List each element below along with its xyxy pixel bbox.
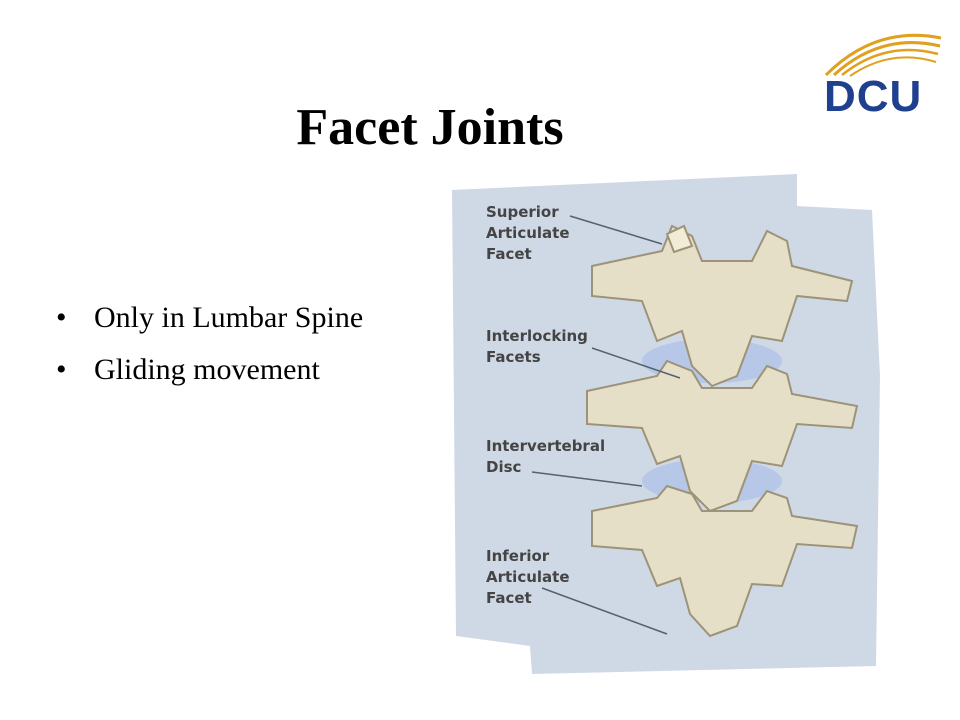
- leader-line: [541, 587, 668, 635]
- bullet-text: Only in Lumbar Spine: [94, 301, 364, 334]
- bullet-item: • Only in Lumbar Spine: [56, 300, 386, 336]
- bullet-marker: •: [56, 301, 67, 334]
- bullet-item: • Gliding movement: [56, 352, 386, 388]
- spine-figure: Superior Articulate Facet Interlocking F…: [452, 166, 892, 686]
- label-inferior-articulate-facet: Inferior Articulate Facet: [486, 547, 570, 607]
- slide-title: Facet Joints: [296, 99, 564, 156]
- label-intervertebral-disc: Intervertebral Disc: [486, 437, 606, 476]
- bullet-marker: •: [56, 353, 67, 386]
- leader-line: [531, 471, 643, 487]
- spine-illustration: [452, 174, 880, 674]
- bullet-text: Gliding movement: [94, 353, 320, 386]
- logo-text: DCU: [824, 72, 923, 121]
- leader-line: [569, 215, 663, 245]
- leader-line: [591, 347, 681, 379]
- label-superior-articulate-facet: Superior Articulate Facet: [486, 203, 570, 263]
- label-interlocking-facets: Interlocking Facets: [486, 327, 588, 366]
- logo-swoosh-icon: [824, 33, 942, 77]
- bullet-list: • Only in Lumbar Spine • Gliding movemen…: [56, 300, 386, 404]
- dcu-logo: DCU: [816, 20, 946, 121]
